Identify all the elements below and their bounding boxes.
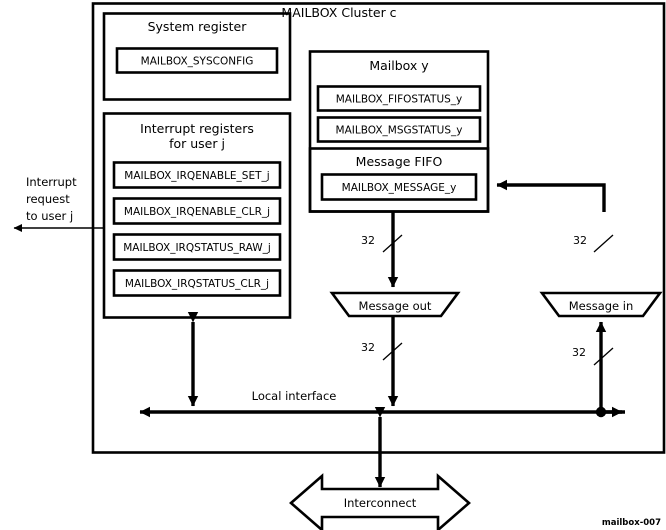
register-box-mailbox-message-y[interactable] — [320, 173, 478, 201]
message-fifo-box — [308, 147, 490, 213]
register-box-mailbox-irqenable-set-j[interactable] — [112, 161, 282, 189]
interrupt-registers-title-line1: Interrupt registers — [140, 121, 254, 136]
interrupt-request-label-line3: to user j — [26, 209, 73, 223]
mailbox-y-title: Mailbox y — [369, 58, 429, 73]
interconnect-label: Interconnect — [344, 496, 417, 510]
bus-slash-in-top — [593, 234, 614, 253]
bus-slash-in-bottom — [593, 347, 614, 366]
bus-slash-out-bottom — [382, 342, 403, 361]
bus-width-label-in-top: 32 — [573, 234, 587, 247]
interrupt-request-label-line2: request — [26, 192, 70, 206]
bus-width-label-in-bottom: 32 — [572, 346, 586, 359]
message-out-block[interactable] — [329, 291, 461, 318]
figure-caption: mailbox-007 — [602, 518, 661, 528]
message-out-label: Message out — [359, 299, 432, 313]
register-box-mailbox-msgstatus-y[interactable] — [316, 116, 482, 143]
register-label-mailbox-message-y: MAILBOX_MESSAGE_y — [342, 182, 457, 194]
register-box-mailbox-irqenable-clr-j[interactable] — [112, 197, 282, 225]
register-label-mailbox-fifostatus-y: MAILBOX_FIFOSTATUS_y — [336, 94, 463, 106]
register-label-mailbox-irqenable-clr-j: MAILBOX_IRQENABLE_CLR_j — [124, 206, 270, 218]
register-label-mailbox-irqstatus-clr-j: MAILBOX_IRQSTATUS_CLR_j — [125, 278, 269, 290]
register-box-mailbox-fifostatus-y[interactable] — [316, 85, 482, 112]
bus-slash-out-top — [382, 234, 403, 253]
bus-junction-dot — [595, 406, 607, 418]
cluster-title: MAILBOX Cluster c — [281, 5, 396, 20]
register-box-mailbox-sysconfig[interactable] — [115, 47, 279, 74]
register-label-mailbox-irqenable-set-j: MAILBOX_IRQENABLE_SET_j — [124, 170, 269, 182]
local-interface-label: Local interface — [252, 389, 337, 403]
system-register-box — [102, 12, 292, 101]
bus-width-label-out-bottom: 32 — [361, 341, 375, 354]
interconnect-block[interactable] — [289, 473, 471, 530]
message-fifo-title: Message FIFO — [356, 154, 443, 169]
register-box-mailbox-irqstatus-raw-j[interactable] — [112, 233, 282, 261]
register-box-mailbox-irqstatus-clr-j[interactable] — [112, 269, 282, 297]
register-label-mailbox-irqstatus-raw-j: MAILBOX_IRQSTATUS_RAW_j — [123, 242, 271, 254]
message-in-label: Message in — [569, 299, 634, 313]
interrupt-registers-title-line2: for user j — [169, 136, 225, 151]
system-register-title: System register — [148, 19, 248, 34]
register-label-mailbox-msgstatus-y: MAILBOX_MSGSTATUS_y — [336, 125, 463, 137]
interrupt-request-label-line1: Interrupt — [26, 175, 77, 189]
register-label-mailbox-sysconfig: MAILBOX_SYSCONFIG — [141, 56, 254, 68]
bus-width-label-out-top: 32 — [361, 234, 375, 247]
message-in-to-fifo-line — [496, 179, 606, 212]
message-in-block[interactable] — [539, 291, 663, 318]
